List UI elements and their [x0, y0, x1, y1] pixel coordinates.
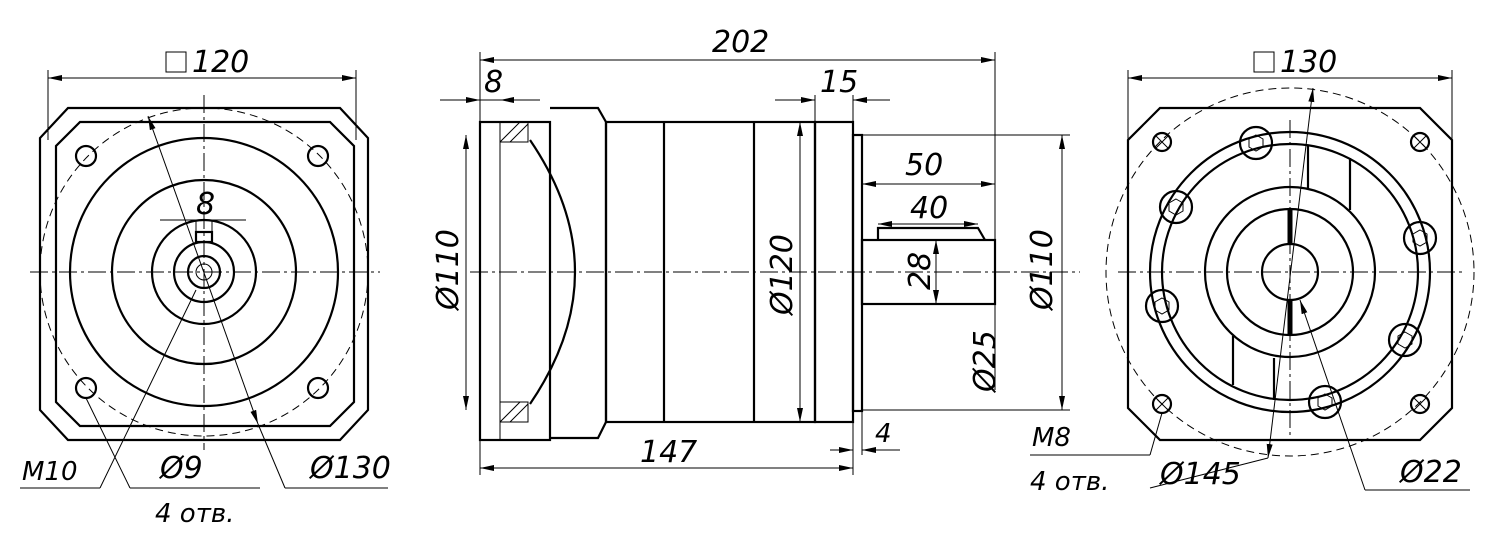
body-len-dim: 147 [640, 435, 697, 470]
pilot-out-dim: Ø110 [1025, 229, 1060, 312]
shaft-dia-dim: Ø25 [968, 330, 1003, 394]
right-square-dim: 130 [1280, 45, 1337, 80]
right-bolt-label: M8 [1032, 423, 1071, 453]
socket-screws [1144, 125, 1438, 420]
right-bore-dim: Ø22 [1398, 455, 1462, 490]
left-pcd-dim: Ø130 [308, 451, 391, 486]
left-bore-dim: Ø9 [158, 451, 203, 486]
total-length-dim: 202 [712, 25, 769, 60]
left-square-dim: 120 [192, 45, 249, 80]
shaft-len-dim: 50 [905, 148, 943, 183]
side-view: 202 8 15 50 40 28 Ø110 Ø120 Ø25 Ø110 147… [431, 25, 1080, 475]
left-bolt-label: M10 [22, 457, 78, 487]
spigot-dim: 4 [875, 419, 892, 449]
right-holes-label: 4 отв. [1030, 467, 1109, 497]
body-dia-dim: Ø120 [765, 234, 800, 317]
right-view: 130 Ø145 Ø22 M8 4 отв. [1030, 45, 1475, 497]
bolt-holes [74, 144, 330, 400]
left-holes-label: 4 отв. [155, 499, 234, 529]
key-height-dim: 28 [903, 252, 938, 290]
flange-thk-dim: 8 [484, 65, 503, 100]
key-width-dim: 8 [196, 187, 215, 222]
rear-len-dim: 15 [820, 65, 858, 100]
right-pcd-dim: Ø145 [1158, 457, 1241, 492]
corner-holes [1151, 131, 1431, 415]
pilot-in-dim: Ø110 [431, 229, 466, 312]
output-flange-outline [1126, 106, 1454, 442]
input-flange [478, 120, 552, 442]
key-len-dim: 40 [910, 191, 948, 226]
left-flange-outline [38, 106, 370, 442]
left-view: 120 8 Ø130 M10 Ø9 4 отв. [20, 45, 391, 529]
